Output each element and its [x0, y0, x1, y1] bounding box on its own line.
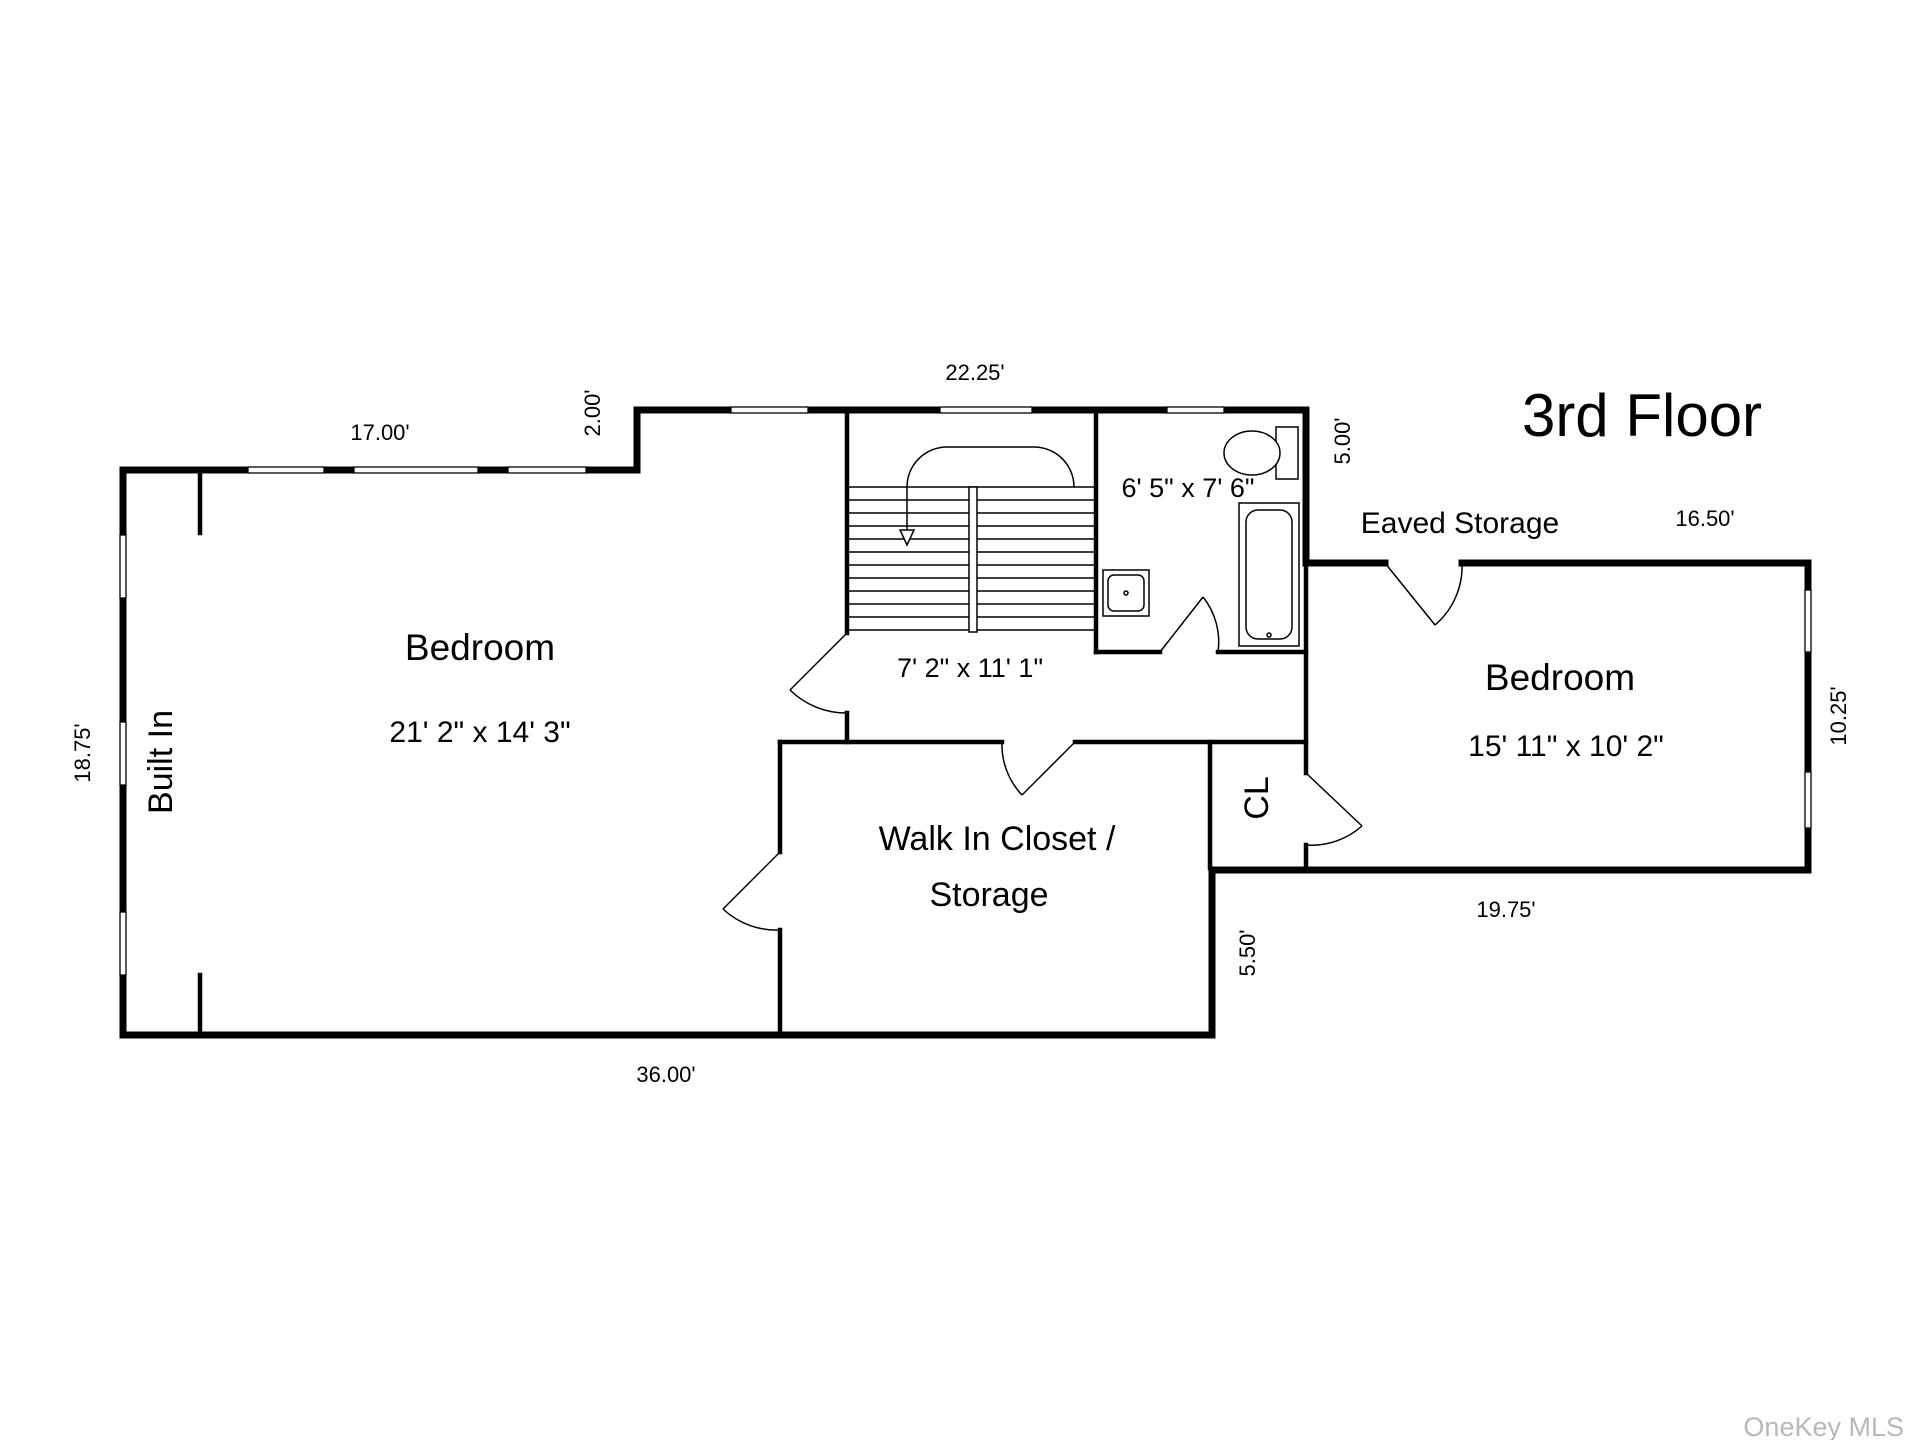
- measure-step-left: 2.00': [580, 389, 605, 436]
- doors: [722, 562, 1463, 931]
- measure-left-side: 18.75': [70, 723, 95, 782]
- exterior-walls: [119, 406, 1812, 1039]
- measure-right-top: 16.50': [1675, 506, 1734, 531]
- walk-in-closet-label-line1: Walk In Closet /: [879, 820, 1116, 858]
- bedroom-main-dimensions: 21' 2" x 14' 3": [389, 716, 570, 749]
- floor-title: 3rd Floor: [1522, 382, 1762, 449]
- built-in-label: Built In: [142, 710, 180, 814]
- measure-bottom-step: 5.50': [1235, 929, 1260, 976]
- room-labels: Bedroom 21' 2" x 14' 3" Bedroom 15' 11" …: [142, 473, 1664, 914]
- windows: [119, 406, 1812, 976]
- bedroom-right-dimensions: 15' 11" x 10' 2": [1468, 730, 1664, 763]
- stairs[interactable]: [849, 446, 1094, 633]
- measure-right-step: 5.00': [1330, 417, 1355, 464]
- measure-top-left: 17.00': [350, 420, 409, 445]
- interior-walls: [197, 410, 1309, 1036]
- toilet-bowl-icon: [1223, 430, 1281, 476]
- measurements: 17.00' 2.00' 22.25' 5.00' 16.50' 10.25' …: [70, 360, 1851, 1087]
- closet-label: CL: [1238, 776, 1276, 819]
- watermark: OneKey MLS: [1743, 1412, 1904, 1440]
- bedroom-main-label: Bedroom: [405, 627, 555, 668]
- bath-fixtures: [1102, 426, 1300, 647]
- measure-right-side: 10.25': [1826, 686, 1851, 745]
- walk-in-closet-label-line2: Storage: [929, 876, 1048, 914]
- bath-dimensions: 6' 5" x 7' 6": [1121, 473, 1254, 503]
- bedroom-right-label: Bedroom: [1485, 657, 1635, 698]
- hall-dimensions: 7' 2" x 11' 1": [897, 653, 1043, 683]
- measure-top-middle: 22.25': [945, 360, 1004, 385]
- measure-bottom: 36.00': [636, 1062, 695, 1087]
- eaved-storage-label: Eaved Storage: [1361, 507, 1559, 540]
- measure-right-bottom: 19.75': [1476, 897, 1535, 922]
- stair-arrow-icon: [898, 529, 916, 547]
